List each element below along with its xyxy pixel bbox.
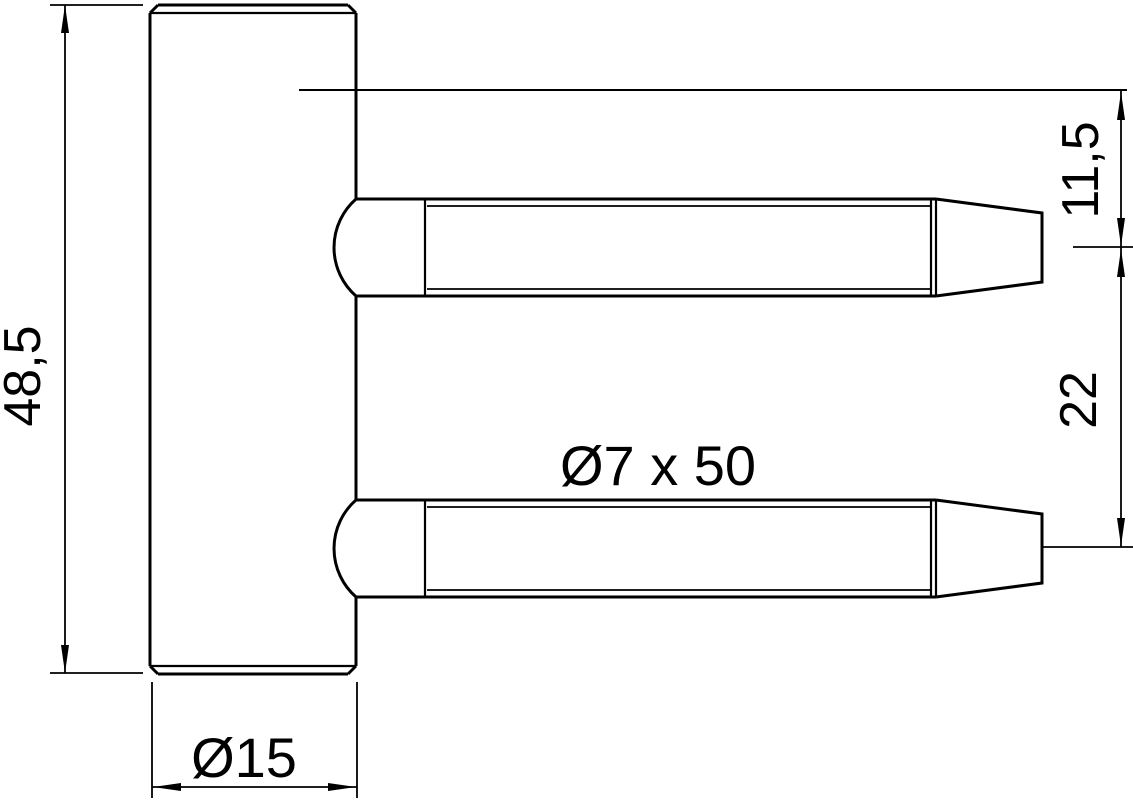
dimension-body-height: 48,5: [0, 4, 143, 674]
arrowhead-down: [61, 645, 69, 673]
dimension-body-diameter: Ø15: [151, 682, 358, 798]
upper-pin-thread-lines: [427, 205, 931, 290]
pin-offset-label: 11,5: [1052, 121, 1110, 218]
lower-pin-thread-lines: [427, 506, 931, 591]
arrowhead-up: [61, 5, 69, 33]
lower-pin-dome-cap: [332, 498, 357, 599]
body-diameter-label: Ø15: [191, 726, 297, 789]
arrowhead-up: [1117, 249, 1125, 277]
upper-pin-taper-tip: [935, 197, 1044, 298]
upper-pin: [332, 197, 1044, 298]
pin-spacing-label: 22: [1050, 371, 1108, 429]
arrowhead-left: [153, 783, 181, 791]
dimension-pin-offset: 11,5: [1052, 90, 1133, 248]
lower-pin: [332, 498, 1044, 599]
lower-pin-shaft-end: [929, 500, 938, 597]
body-height-label: 48,5: [0, 325, 52, 426]
hinge-body: [148, 3, 358, 676]
arrowhead-right: [328, 783, 356, 791]
upper-pin-shaft-end: [929, 199, 938, 296]
arrowhead-up: [1117, 92, 1125, 120]
lower-pin-taper-tip: [935, 498, 1044, 599]
body-bottom-chamfers: [148, 664, 358, 676]
body-top-chamfers: [148, 3, 358, 15]
dimension-pin-spacing: 22: [1042, 247, 1133, 548]
pin-size-label: Ø7 x 50: [560, 434, 756, 497]
arrowhead-down: [1117, 518, 1125, 546]
upper-pin-dome-cap: [332, 197, 357, 298]
arrowhead-down: [1117, 218, 1125, 246]
